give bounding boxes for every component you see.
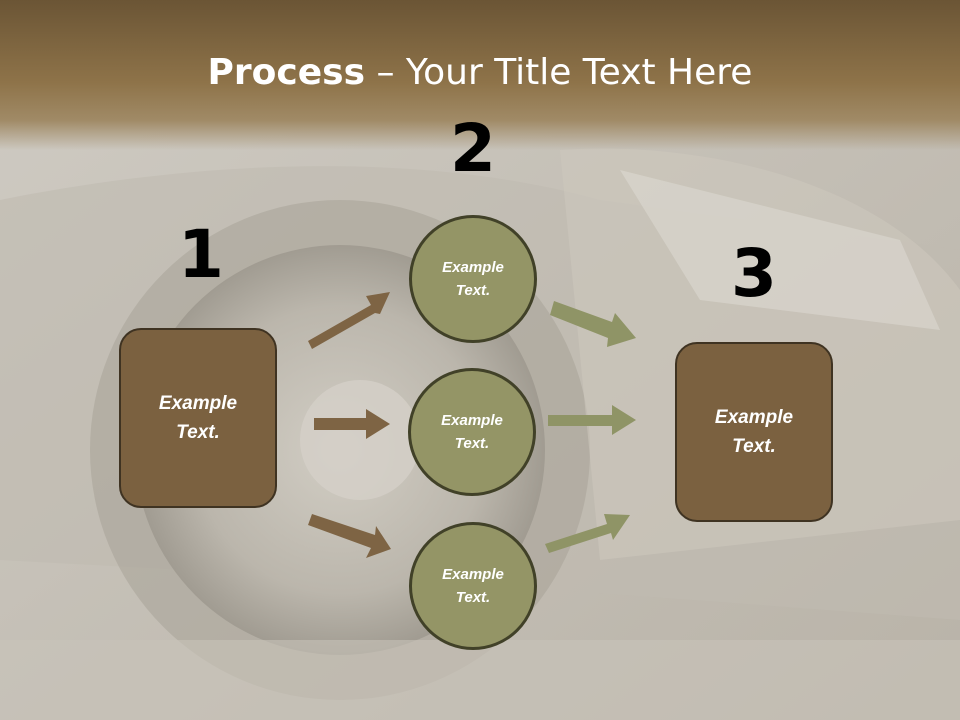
arrow-right-icon (548, 405, 636, 435)
arrow-right-down-icon (550, 301, 636, 347)
header-band (0, 0, 960, 150)
title-rest-text: – Your Title Text Here (365, 52, 753, 93)
right-step-box: Example Text. (675, 342, 833, 522)
arrow-right-up-icon (308, 292, 390, 349)
slide-title: Process – Your Title Text Here (0, 52, 960, 93)
circle-middle-text: Example Text. (441, 412, 503, 452)
left-box-text: Example Text. (158, 393, 238, 443)
circle-bottom: Example Text. (409, 522, 537, 650)
circle-bottom-text: Example Text. (442, 566, 504, 606)
left-step-box: Example Text. (119, 328, 277, 508)
step-number-2: 2 (450, 110, 496, 187)
circle-middle: Example Text. (408, 368, 536, 496)
arrow-right-up-icon (545, 514, 630, 553)
title-bold-text: Process (207, 52, 366, 93)
step-number-1: 1 (178, 216, 224, 293)
arrow-right-icon (314, 409, 390, 439)
circle-top: Example Text. (409, 215, 537, 343)
step-number-3: 3 (731, 235, 777, 312)
circle-top-text: Example Text. (442, 259, 504, 299)
arrow-right-down-icon (308, 514, 391, 558)
right-box-text: Example Text. (714, 407, 794, 457)
